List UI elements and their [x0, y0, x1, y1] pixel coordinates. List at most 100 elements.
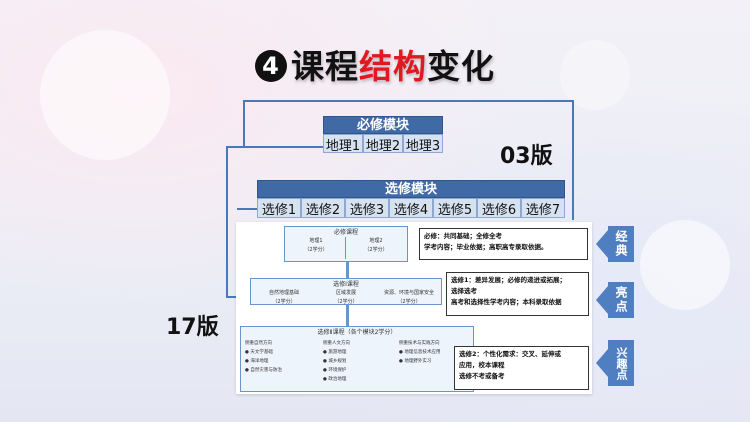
note-line: 选修2：个性化需求：交叉、延伸或 — [459, 350, 562, 358]
note-line: 必修：共同基础；全修全考 — [424, 232, 502, 240]
course-item: ● 自然灾害与防治 — [245, 368, 282, 373]
elective-cell: 选修4 — [389, 198, 433, 218]
tag-arrow-icon — [596, 286, 608, 314]
bracket-line — [237, 208, 257, 210]
required-cell: 地理2 — [363, 134, 403, 154]
elective-cell: 选修2 — [301, 198, 345, 218]
connector — [346, 303, 349, 327]
course-credit: （2学分） — [304, 247, 328, 253]
version-label-17: 17版 — [166, 315, 219, 340]
course-item: ● 地理信息技术应用 — [399, 350, 441, 355]
direction-head: 侧重人文方向 — [323, 341, 350, 346]
note-line: 高考和选择性学考内容；本科录取依据 — [451, 298, 562, 306]
elective-cell: 选修1 — [257, 198, 301, 218]
course-credit: （2学分） — [272, 299, 296, 305]
course-cell: 区域发展 （2学分） — [315, 289, 377, 307]
note-line: 选择选考 — [451, 287, 477, 295]
course-item: ● 旅游地理 — [323, 350, 347, 355]
course-name: 自然地理基础 — [268, 290, 299, 296]
course-name: 区域发展 — [335, 290, 356, 296]
select1-course-box: 选修Ⅰ课程 自然地理基础 （2学分） 区域发展 （2学分） 资源、环境与国家安全… — [250, 278, 442, 305]
select1-title: 选修Ⅰ课程 — [333, 281, 359, 288]
version-label-03: 03版 — [500, 144, 553, 169]
note-box-select2: 选修2：个性化需求：交叉、延伸或 应用，校本课程 选修不考或备考 — [454, 346, 589, 390]
tag-label: 亮点 — [608, 282, 634, 318]
course-item-text: 自然灾害与防治 — [250, 368, 282, 373]
required-cell: 地理3 — [403, 134, 443, 154]
elective-cell: 选修7 — [521, 198, 565, 218]
course-item: ● 海洋地理 — [245, 359, 269, 364]
course-item-text: 旅游地理 — [328, 350, 347, 355]
course-cell: 资源、环境与国家安全 （2学分） — [377, 289, 441, 307]
direction-head: 侧重自然方向 — [245, 341, 272, 346]
course-name: 资源、环境与国家安全 — [383, 290, 434, 296]
elective-cell: 选修3 — [345, 198, 389, 218]
course-item: ● 天文学基础 — [245, 350, 273, 355]
course-name: 地理2 — [369, 238, 383, 244]
select2-course-box: 选修Ⅱ课程（各个模块2学分） 侧重自然方向 ● 天文学基础 ● 海洋地理 ● 自… — [240, 326, 474, 392]
direction-column: 侧重人文方向 ● 旅游地理 ● 城乡规划 ● 环境保护 ● 政治地理 — [323, 339, 393, 384]
course-item: ● 城乡规划 — [323, 359, 347, 364]
course-credit: （2学分） — [334, 299, 358, 305]
required-cell: 地理1 — [323, 134, 363, 154]
course-cell: 地理1 （2学分） — [287, 237, 346, 259]
title-part-2: 变化 — [427, 47, 495, 86]
course-name: 地理1 — [309, 238, 323, 244]
note-line: 选修不考或备考 — [459, 372, 505, 380]
required-course-box: 必修课程 地理1 （2学分） 地理2 （2学分） — [284, 226, 408, 262]
course-item: ● 地理野外实习 — [399, 359, 432, 364]
curriculum-17-panel: 必修课程 地理1 （2学分） 地理2 （2学分） 选修Ⅰ课程 自然地理基础 （2… — [236, 222, 592, 394]
note-line: 学考内容；毕业依据；高职高专录取依据。 — [424, 243, 548, 251]
note-box-select1: 选修1：差异发展；必修的递进或拓展； 选择选考 高考和选择性学考内容；本科录取依… — [446, 272, 589, 316]
course-item-text: 政治地理 — [328, 377, 347, 382]
bokeh-light — [560, 40, 630, 110]
tag-arrow-icon — [596, 230, 608, 258]
connector — [346, 260, 349, 278]
select2-title: 选修Ⅱ课程（各个模块2学分） — [317, 329, 397, 336]
note-line: 应用，校本课程 — [459, 361, 505, 369]
elective-module-header: 选修模块 — [257, 180, 565, 198]
course-item: ● 环境保护 — [323, 368, 347, 373]
tag-highlight: 亮点 — [596, 282, 634, 318]
required-module-header: 必修模块 — [323, 116, 443, 134]
course-cell: 地理2 （2学分） — [347, 237, 405, 259]
tag-interest: 兴趣点 — [596, 340, 634, 386]
bokeh-light — [40, 30, 170, 160]
direction-column: 侧重技术与实践方向 ● 地理信息技术应用 ● 地理野外实习 — [399, 339, 473, 366]
direction-column: 侧重自然方向 ● 天文学基础 ● 海洋地理 ● 自然灾害与防治 — [245, 339, 315, 375]
title-part-1: 课程 — [291, 47, 359, 86]
course-item-text: 地理信息技术应用 — [404, 350, 441, 355]
note-line: 选修1：差异发展；必修的递进或拓展； — [451, 276, 567, 284]
elective-module-row: 选修1 选修2 选修3 选修4 选修5 选修6 选修7 — [257, 198, 565, 218]
tag-arrow-icon — [596, 349, 608, 377]
direction-head: 侧重技术与实践方向 — [399, 341, 440, 346]
tag-label: 兴趣点 — [608, 340, 634, 386]
bracket-line — [243, 100, 573, 102]
tag-text: 经典 — [614, 230, 628, 258]
required-module-row: 地理1 地理2 地理3 — [323, 134, 443, 154]
course-item-text: 地理野外实习 — [404, 359, 432, 364]
course-credit: （2学分） — [364, 247, 388, 253]
elective-cell: 选修5 — [433, 198, 477, 218]
course-item-text: 天文学基础 — [250, 350, 273, 355]
course-item-text: 城乡规划 — [328, 359, 347, 364]
course-item-text: 海洋地理 — [250, 359, 269, 364]
bracket-line — [243, 100, 245, 148]
bracket-line — [226, 146, 326, 148]
course-cell: 自然地理基础 （2学分） — [253, 289, 315, 307]
course-credit: （2学分） — [397, 299, 421, 305]
tag-text: 亮点 — [614, 286, 628, 314]
tag-classic: 经典 — [596, 226, 634, 262]
elective-cell: 选修6 — [477, 198, 521, 218]
bracket-line — [226, 296, 240, 298]
circled-number: 4 — [255, 50, 287, 82]
bokeh-light — [640, 220, 730, 310]
bracket-line — [226, 146, 228, 298]
tag-text: 兴趣点 — [615, 346, 628, 380]
note-box-required: 必修：共同基础；全修全考 学考内容；毕业依据；高职高专录取依据。 — [419, 228, 588, 260]
bracket-line — [572, 100, 574, 220]
required-course-title: 必修课程 — [333, 229, 358, 236]
course-item: ● 政治地理 — [323, 377, 347, 382]
